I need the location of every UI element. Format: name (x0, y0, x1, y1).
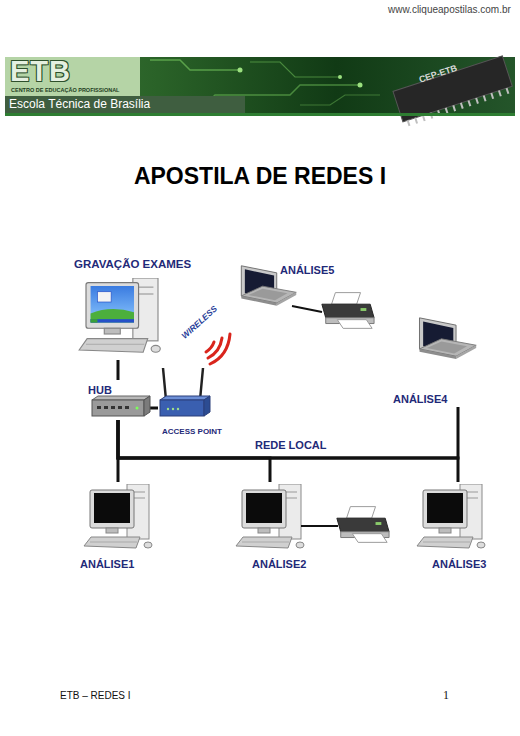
printer-cable (292, 306, 322, 312)
workstation-node: GRAVAÇÃO EXAMES (70, 256, 200, 360)
footer-text: ETB – REDES I (60, 690, 131, 701)
workstation-node: ANÁLISE1 (75, 482, 165, 574)
workstation-node: ANÁLISE2 (235, 482, 325, 574)
desktop-computer (417, 484, 485, 548)
laptop-computer (419, 318, 476, 359)
desktop-computer (84, 484, 152, 548)
school-name: Escola Técnica de Brasília (9, 98, 150, 111)
network-cable (118, 420, 458, 482)
node-label: ACCESS POINT (162, 428, 222, 437)
logo-text: ETB (10, 56, 71, 88)
wireless-waves (206, 334, 230, 364)
printer (322, 293, 374, 329)
workstation-node: ANÁLISE3 (410, 482, 500, 574)
hub-node: HUB (85, 380, 150, 420)
node-label: ANÁLISE3 (432, 558, 486, 570)
network-cable (150, 407, 158, 410)
access-point-node: ACCESS POINT (158, 366, 242, 440)
header-banner (5, 56, 515, 128)
access-point-device (160, 368, 210, 416)
laptop-node: ANÁLISE5 (232, 258, 338, 334)
page-title: APOSTILA DE REDES I (0, 163, 520, 190)
laptop-node: ANÁLISE4 (388, 312, 483, 407)
desktop-computer (79, 278, 160, 352)
printer-cable (301, 525, 338, 527)
node-label: ANÁLISE1 (80, 558, 134, 570)
hub-device (92, 396, 150, 416)
network-cable (118, 420, 270, 482)
logo-subtitle: CENTRO DE EDUCAÇÃO PROFISSIONAL (11, 87, 119, 93)
network-cable (117, 360, 120, 380)
source-url: www.cliqueapostilas.com.br (388, 4, 511, 15)
node-label: HUB (88, 384, 112, 396)
wireless-label: WIRELESS (180, 304, 219, 341)
node-label: ANÁLISE2 (252, 558, 306, 570)
printer (337, 507, 389, 543)
network-label: REDE LOCAL (255, 439, 327, 451)
node-label: ANÁLISE4 (393, 393, 447, 405)
desktop-computer (236, 484, 304, 548)
page-number: 1 (443, 689, 449, 702)
node-label: GRAVAÇÃO EXAMES (74, 258, 191, 271)
node-label: ANÁLISE5 (280, 264, 334, 276)
